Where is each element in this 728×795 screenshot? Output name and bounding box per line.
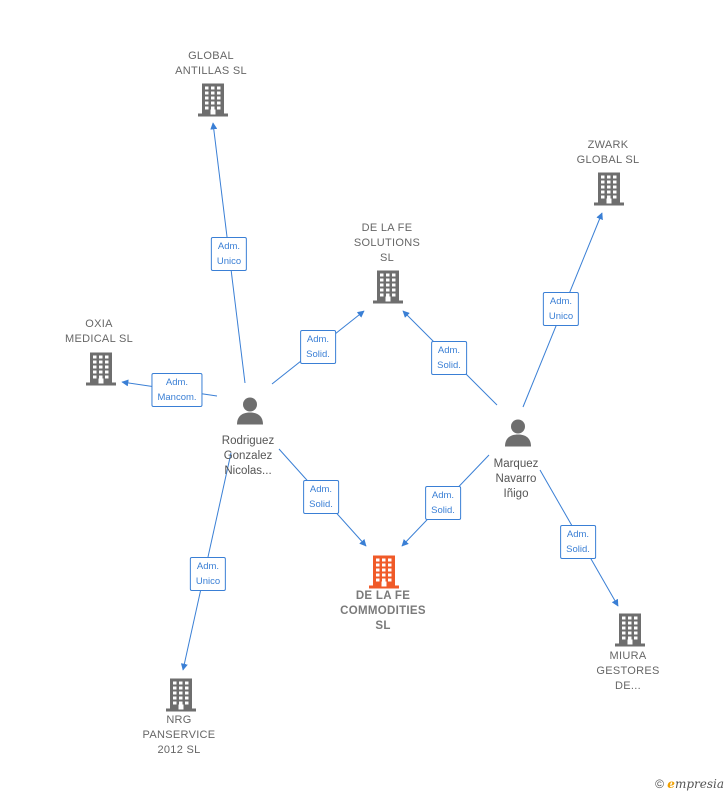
person-icon-rodriguez[interactable] bbox=[235, 396, 265, 431]
building-icon-nrg-panservice[interactable] bbox=[164, 677, 198, 718]
company-label-oxia-medical[interactable]: OXIA MEDICAL SL bbox=[64, 318, 134, 345]
person-icon-marquez[interactable] bbox=[503, 418, 533, 453]
building-icon-de-la-fe-solutions[interactable] bbox=[371, 269, 405, 310]
empresia-logo[interactable]: empresia bbox=[667, 777, 724, 791]
company-label-miura-gestores[interactable]: MIURA GESTORES DE... bbox=[596, 650, 660, 692]
edge-label-rodriguez-to-de-la-fe-commodities[interactable]: Adm. Solid. bbox=[303, 480, 339, 514]
edge-label-marquez-to-miura-gestores[interactable]: Adm. Solid. bbox=[560, 525, 596, 559]
company-label-de-la-fe-commodities[interactable]: DE LA FE COMMODITIES SL bbox=[340, 590, 426, 632]
edge-label-marquez-to-de-la-fe-solutions[interactable]: Adm. Solid. bbox=[431, 341, 467, 375]
company-label-zwark-global[interactable]: ZWARK GLOBAL SL bbox=[576, 139, 640, 166]
person-label-marquez[interactable]: Marquez Navarro Iñigo bbox=[493, 458, 539, 500]
footer-brand: © empresia bbox=[655, 777, 724, 791]
building-icon-global-antillas[interactable] bbox=[196, 82, 230, 123]
edge-label-rodriguez-to-oxia-medical[interactable]: Adm. Mancom. bbox=[151, 373, 203, 407]
edge-label-rodriguez-to-nrg-panservice[interactable]: Adm. Unico bbox=[189, 557, 227, 591]
building-icon-de-la-fe-commodities[interactable] bbox=[367, 554, 401, 595]
building-icon-miura-gestores[interactable] bbox=[613, 612, 647, 653]
copyright-symbol: © bbox=[655, 777, 664, 791]
edge-label-rodriguez-to-de-la-fe-solutions[interactable]: Adm. Solid. bbox=[300, 330, 336, 364]
building-icon-oxia-medical[interactable] bbox=[84, 351, 118, 392]
person-label-rodriguez[interactable]: Rodriguez Gonzalez Nicolas... bbox=[221, 435, 275, 477]
company-label-nrg-panservice[interactable]: NRG PANSERVICE 2012 SL bbox=[142, 714, 216, 756]
edge-label-marquez-to-zwark-global[interactable]: Adm. Unico bbox=[542, 292, 580, 326]
edge-label-marquez-to-de-la-fe-commodities[interactable]: Adm. Solid. bbox=[425, 486, 461, 520]
company-label-global-antillas[interactable]: GLOBAL ANTILLAS SL bbox=[175, 50, 247, 77]
company-label-de-la-fe-solutions[interactable]: DE LA FE SOLUTIONS SL bbox=[353, 222, 421, 264]
building-icon-zwark-global[interactable] bbox=[592, 171, 626, 212]
edge-label-rodriguez-to-global-antillas[interactable]: Adm. Unico bbox=[210, 237, 248, 271]
